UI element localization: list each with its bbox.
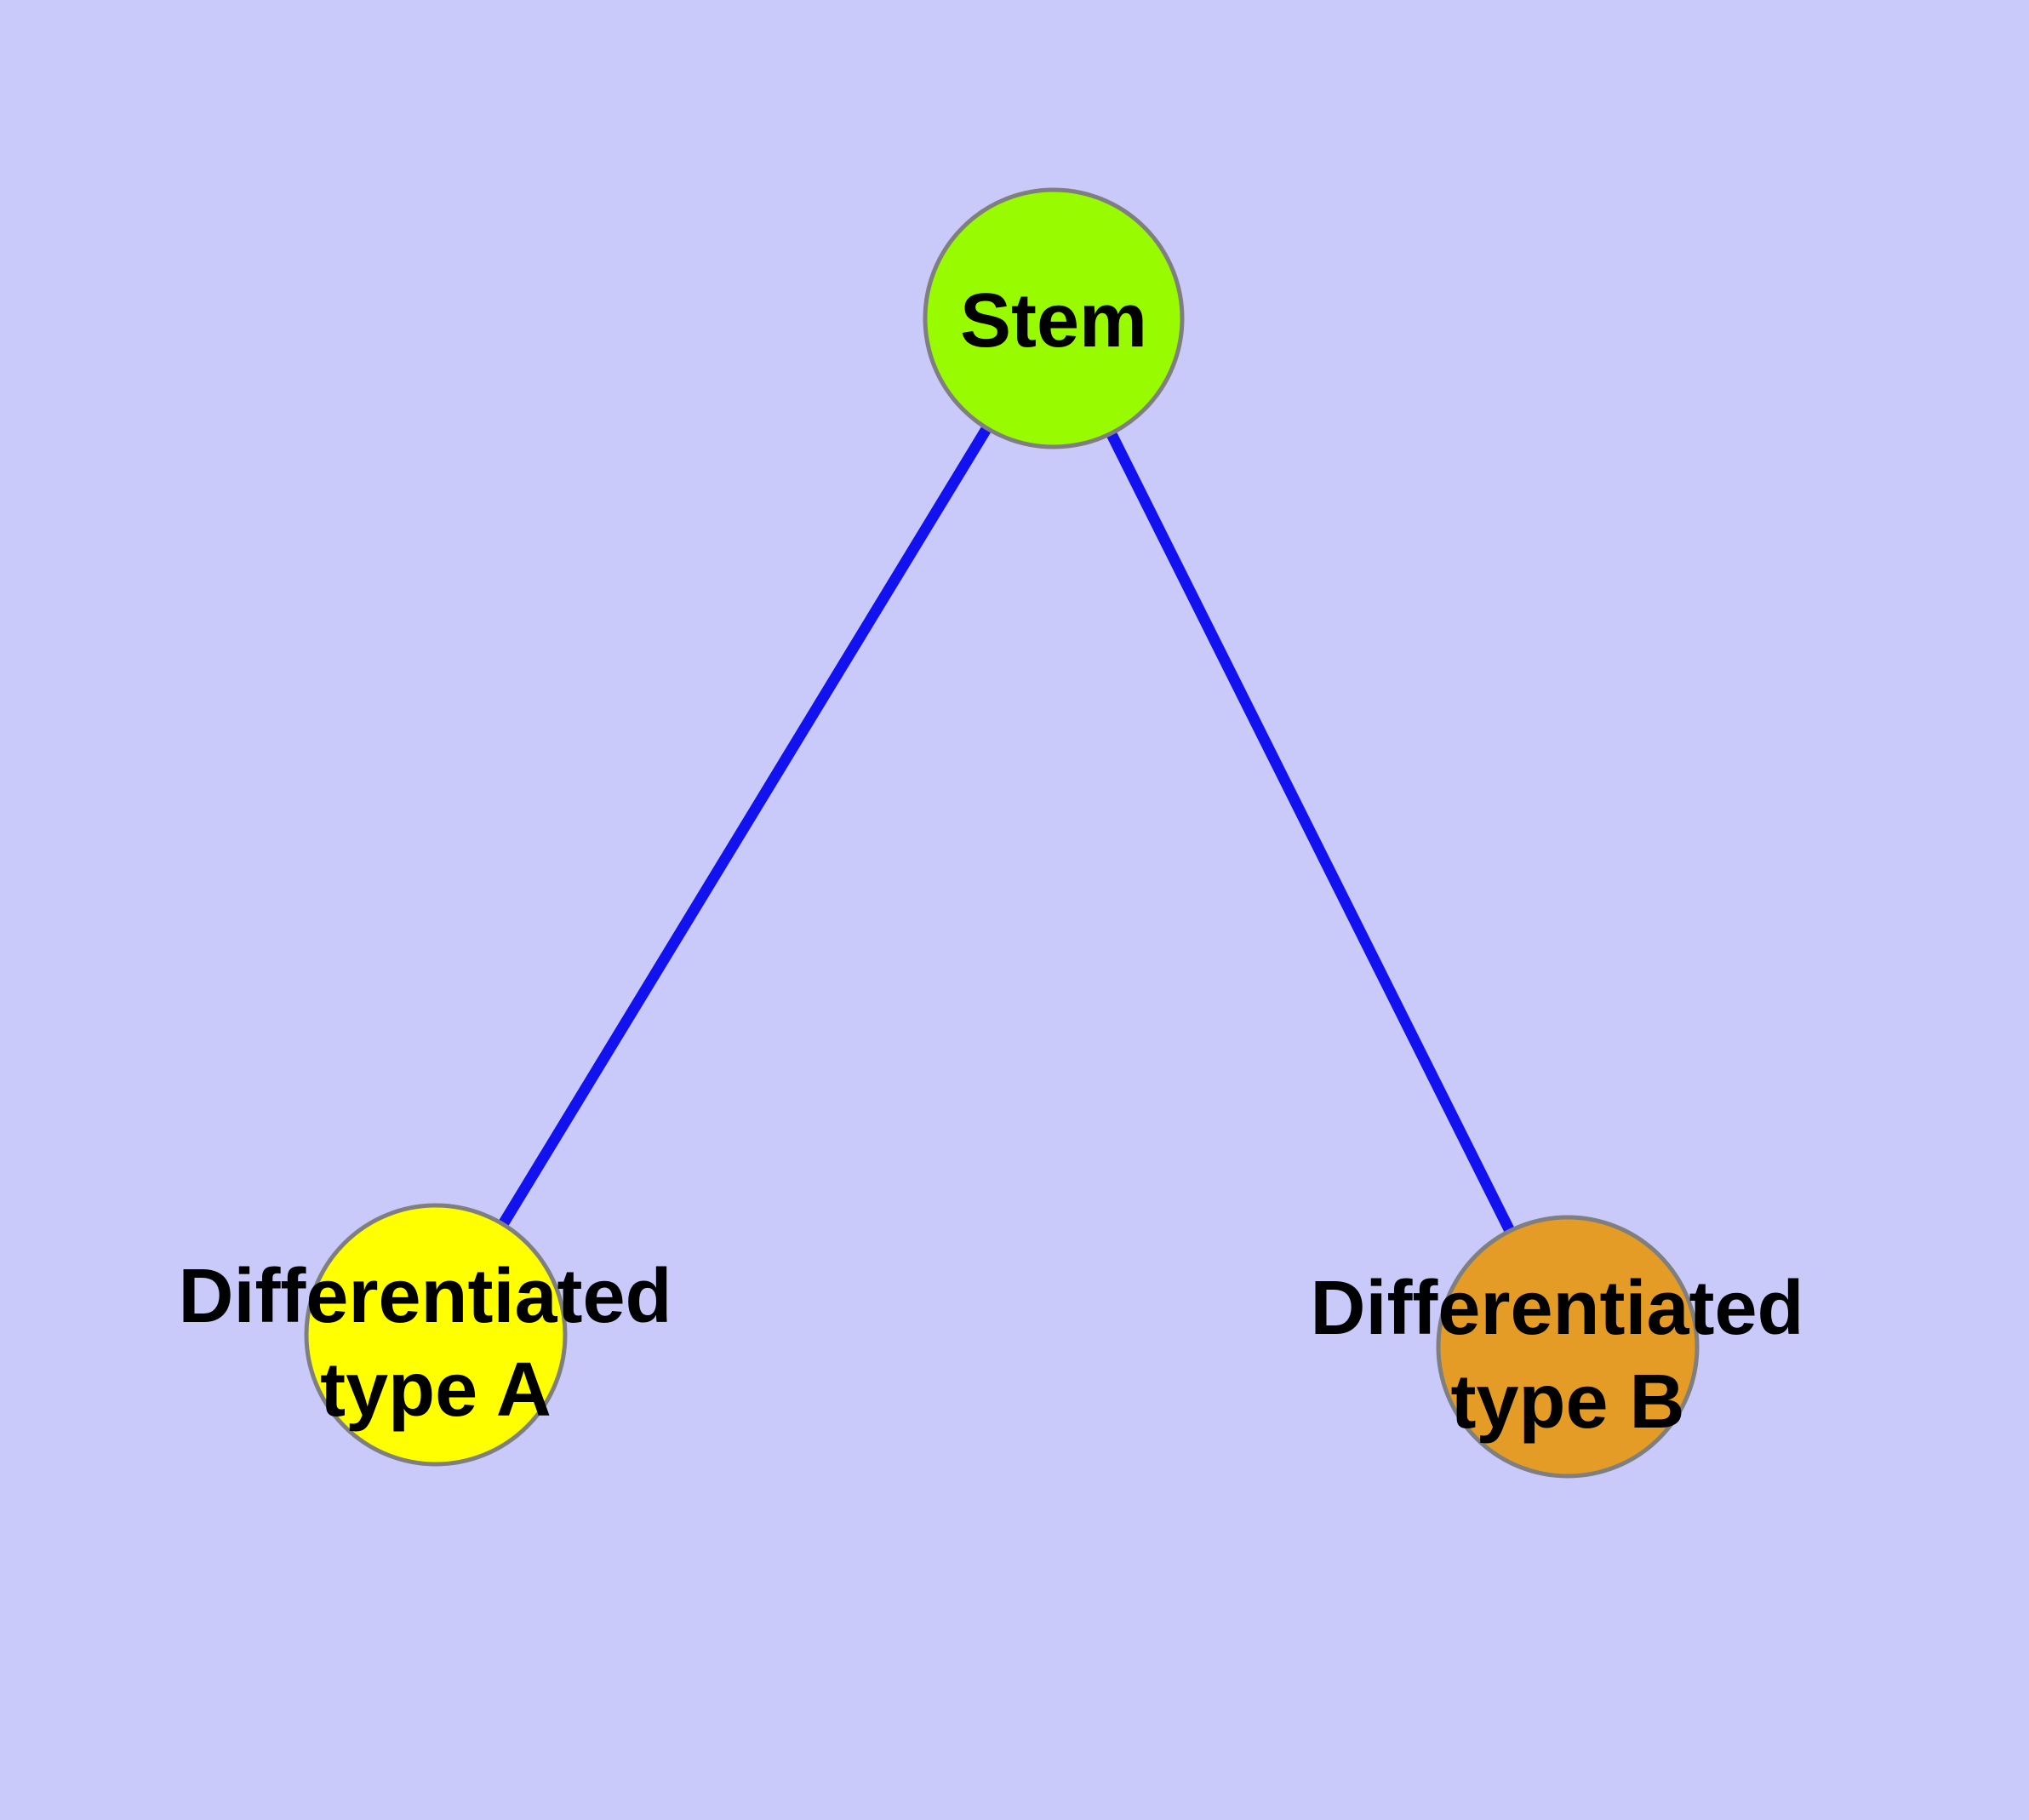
node-type-a-label-line2: type A (320, 1348, 552, 1433)
node-type-a-label: Differentiated type A (178, 1254, 693, 1433)
node-type-a-label-line1: Differentiated (178, 1254, 672, 1339)
node-type-b-label-line1: Differentiated (1310, 1266, 1803, 1351)
node-type-b-label-line2: type B (1450, 1359, 1684, 1445)
node-differentiated-type-b (1436, 1215, 1700, 1479)
node-layer (304, 187, 1700, 1479)
node-differentiated-type-a (304, 1203, 568, 1467)
node-type-b-label: Differentiated type B (1310, 1266, 1825, 1445)
label-layer: Stem Differentiated type A Differentiate… (178, 278, 1825, 1445)
edge-stem-to-type-a (431, 315, 1059, 1338)
edge-layer (431, 315, 1573, 1349)
node-stem-label: Stem (960, 278, 1147, 363)
edge-stem-to-type-b (1049, 316, 1573, 1349)
node-stem (923, 187, 1185, 449)
